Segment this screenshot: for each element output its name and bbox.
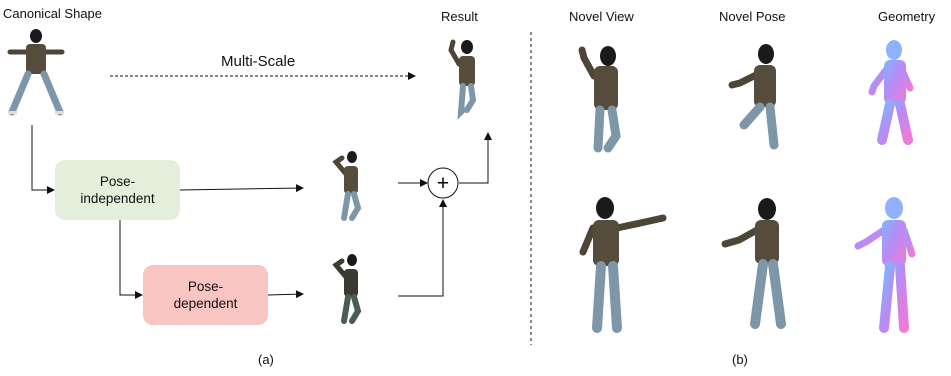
- pose-independent-label-line2: independent: [80, 191, 155, 206]
- pose-independent-box: Pose- independent: [55, 160, 180, 220]
- pose-independent-output-figure: [332, 151, 362, 221]
- geometry-label: Geometry: [878, 9, 936, 24]
- novel-pose-figure-1: [728, 44, 779, 150]
- pose-independent-output-arrow: [179, 184, 304, 193]
- pose-dependent-label-line1: Pose-: [187, 279, 224, 294]
- canonical-shape-label: Canonical Shape: [3, 6, 103, 21]
- to-sum-arrow-bottom: [398, 199, 447, 297]
- pose-dependent-output-figure: [332, 254, 362, 324]
- novel-pose-label: Novel Pose: [719, 9, 786, 24]
- novel-view-label: Novel View: [569, 9, 634, 24]
- canonical-human-figure: [7, 29, 65, 116]
- sum-to-result-arrow: [459, 132, 492, 184]
- panel-a-label: (a): [258, 352, 274, 367]
- novel-pose-figure-2: [721, 198, 786, 329]
- sum-operator-symbol: +: [437, 172, 449, 195]
- pose-independent-label-line1: Pose-: [99, 174, 136, 189]
- geometry-figure-1: [868, 40, 914, 145]
- pose-independent-to-pose-dependent-arrow: [119, 220, 143, 299]
- panel-b-label: (b): [732, 352, 748, 367]
- multi-scale-label: Multi-Scale: [221, 53, 296, 70]
- result-label: Result: [441, 9, 478, 24]
- novel-view-figure-1: [578, 46, 621, 153]
- geometry-figure-2: [854, 197, 916, 333]
- pose-dependent-output-arrow: [267, 290, 304, 299]
- sum-operator: [427, 167, 459, 199]
- canonical-to-pose-independent-arrow: [31, 125, 55, 194]
- pose-dependent-label-line2: dependent: [173, 296, 238, 311]
- pose-dependent-box: Pose- dependent: [143, 265, 268, 325]
- novel-view-figure-2: [579, 197, 667, 333]
- result-human-figure: [448, 39, 477, 120]
